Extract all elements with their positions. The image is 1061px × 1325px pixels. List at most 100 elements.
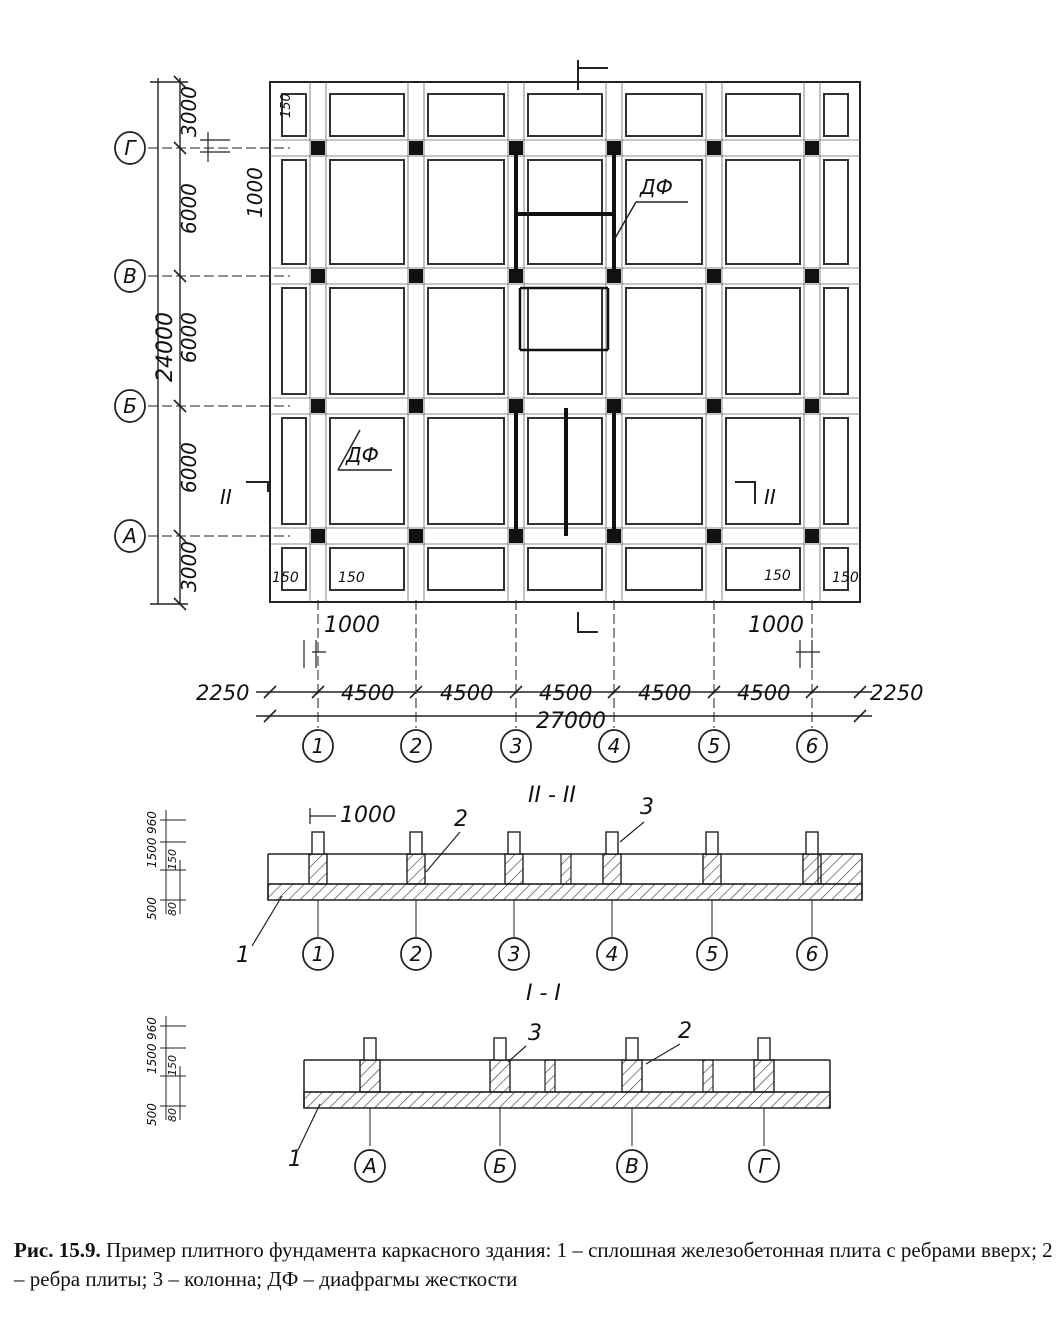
panel xyxy=(281,93,307,137)
section-2-diaphragm xyxy=(560,853,572,885)
section-1-axis-0: А xyxy=(354,1149,386,1183)
panel xyxy=(281,417,307,525)
section-2-axis-3-label: 4 xyxy=(606,942,619,966)
section-2-rib xyxy=(602,853,622,885)
section-2-axis-2-label: 3 xyxy=(508,942,521,966)
dim-tick xyxy=(707,685,721,699)
col-axis-1-circle xyxy=(400,729,432,763)
column xyxy=(707,141,721,155)
section-2-rib xyxy=(406,853,426,885)
dim-tick xyxy=(311,685,325,699)
section-2-axis-4-label: 5 xyxy=(706,942,719,966)
section-2-axis-3: 4 xyxy=(596,937,628,971)
section-1-axis-2-circle xyxy=(616,1149,648,1183)
horizontal-dim-0: 2250 xyxy=(196,681,249,705)
offset-150-b: 150 xyxy=(338,570,365,586)
panel xyxy=(329,287,405,395)
column xyxy=(311,269,325,283)
col-axis-2-circle xyxy=(500,729,532,763)
column xyxy=(805,399,819,413)
vertical-dimension-chain xyxy=(150,78,188,605)
section-2-column xyxy=(311,831,325,855)
row-axis-1-label: В xyxy=(123,264,137,288)
axis-lines xyxy=(148,147,813,728)
row-axis-0-circle xyxy=(114,131,146,165)
horizontal-dim-5: 4500 xyxy=(737,681,790,705)
dim-tick xyxy=(263,685,277,699)
column xyxy=(409,269,423,283)
section-2-edge-rib xyxy=(817,853,863,885)
section-1-rib xyxy=(621,1059,643,1093)
section-1-callout-1: 1 xyxy=(288,1147,302,1172)
section-1-diaphragm xyxy=(702,1059,714,1093)
column xyxy=(409,141,423,155)
section-2-ribs xyxy=(308,831,863,885)
panel xyxy=(625,287,703,395)
diaphragms xyxy=(514,150,616,536)
section-2-axis-0-label: 1 xyxy=(312,942,325,966)
section-1-axis-0-circle xyxy=(354,1149,386,1183)
panel xyxy=(823,159,849,265)
col-axis-4: 5 xyxy=(698,729,730,763)
section-2-callout-2: 2 xyxy=(454,807,468,832)
col-axis-1-label: 2 xyxy=(410,734,423,758)
top-offset-150: 150 xyxy=(279,93,294,118)
section-2-rib xyxy=(702,853,722,885)
horizontal-dim-1: 4500 xyxy=(341,681,394,705)
diaphragm-label-top: ДФ xyxy=(639,175,673,199)
dim-tick xyxy=(173,529,187,543)
section-1-dim-1500: 1500 xyxy=(145,1043,159,1074)
column xyxy=(607,399,621,413)
row-axis-1-circle xyxy=(114,259,146,293)
section-2-axis-1-circle xyxy=(400,937,432,971)
column xyxy=(707,399,721,413)
section-2-column xyxy=(805,831,819,855)
section-2-axis-2-circle xyxy=(498,937,530,971)
section-2-axis-4-circle xyxy=(696,937,728,971)
panel xyxy=(725,93,801,137)
section-2-axis-5-label: 6 xyxy=(806,942,819,966)
panel xyxy=(427,159,505,265)
horizontal-dimension-chain xyxy=(256,691,872,717)
section-2-dim-80: 80 xyxy=(166,902,179,916)
section-1-dim-150: 150 xyxy=(166,1055,179,1076)
panel xyxy=(281,159,307,265)
section-2-axis-5-circle xyxy=(796,937,828,971)
column xyxy=(509,399,523,413)
section-2-column xyxy=(605,831,619,855)
horizontal-dim-3: 4500 xyxy=(539,681,592,705)
section-1-column xyxy=(625,1037,639,1061)
offset-150-d: 150 xyxy=(832,570,859,586)
col-axis-3-circle xyxy=(598,729,630,763)
row-axis-2-label: Б xyxy=(123,394,137,418)
section-2-callout-3: 3 xyxy=(640,795,654,820)
col-axis-5-label: 6 xyxy=(806,734,819,758)
slab-ribs xyxy=(270,82,860,602)
section-2-dim-150: 150 xyxy=(166,849,179,870)
section-mark-right: II xyxy=(764,485,776,509)
columns xyxy=(311,141,819,543)
col-axis-2: 3 xyxy=(500,729,532,763)
section-1-rib xyxy=(489,1059,511,1093)
dim-tick xyxy=(853,709,867,723)
section-2-rib xyxy=(504,853,524,885)
col-axis-5-circle xyxy=(796,729,828,763)
section-1-column xyxy=(493,1037,507,1061)
column xyxy=(409,399,423,413)
vertical-dim-3: 6000 xyxy=(177,442,201,493)
panel xyxy=(329,93,405,137)
section-2-axis-3-circle xyxy=(596,937,628,971)
section-2-axis-0-circle xyxy=(302,937,334,971)
col-axis-5: 6 xyxy=(796,729,828,763)
dim-tick xyxy=(173,399,187,413)
col-axis-0-circle xyxy=(302,729,334,763)
row-axis-0-label: Г xyxy=(124,136,137,160)
section-1-axis-3: Г xyxy=(748,1149,780,1183)
